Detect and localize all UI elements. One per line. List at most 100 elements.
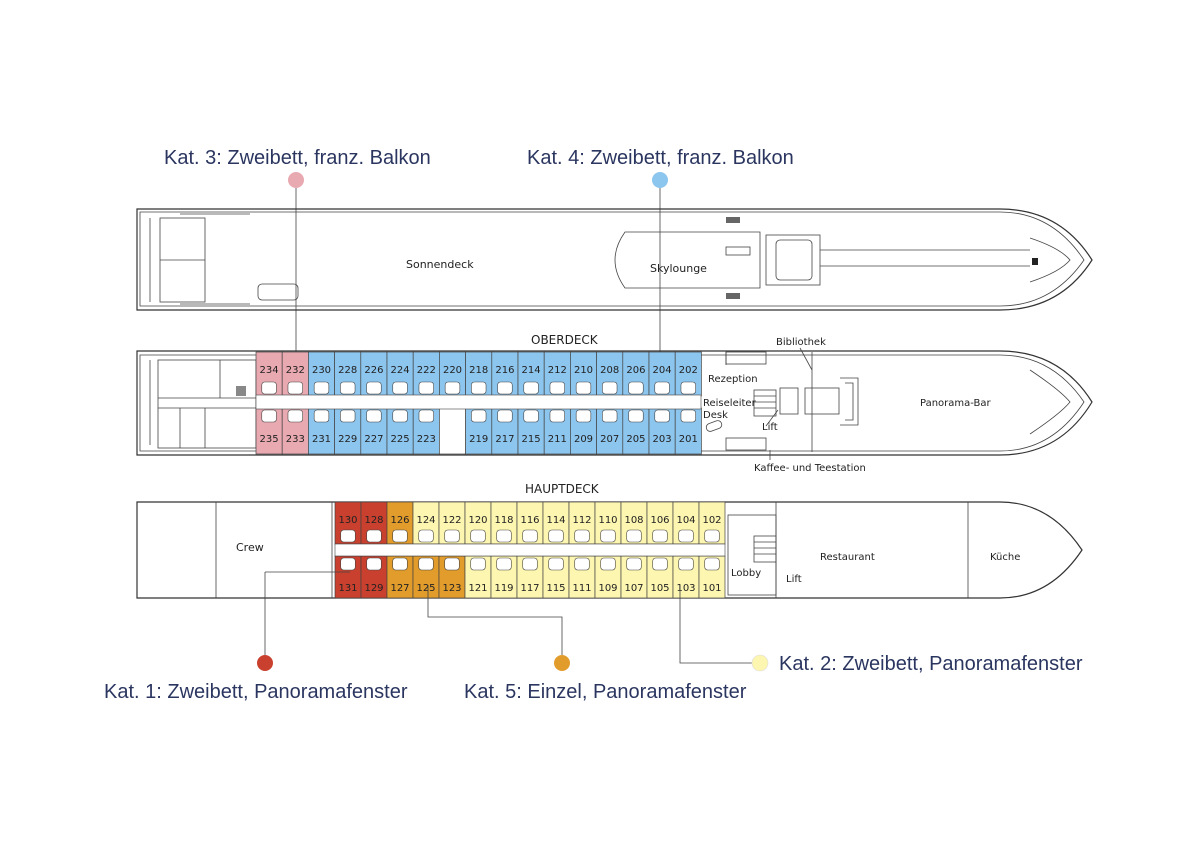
cabin-number: 124 — [416, 515, 435, 526]
cabin-number: 116 — [520, 515, 539, 526]
cabin-number: 104 — [676, 515, 695, 526]
cabin-number: 227 — [364, 434, 383, 445]
cabin-number: 121 — [468, 583, 487, 594]
legend-kat3-dot — [288, 172, 304, 188]
cabin-number: 130 — [338, 515, 357, 526]
cabin-number: 209 — [574, 434, 593, 445]
cabin-bathroom — [340, 529, 356, 543]
cabin-bathroom — [522, 529, 538, 543]
cabin-bathroom — [600, 529, 616, 543]
kaffee-label: Kaffee- und Teestation — [754, 463, 866, 474]
cabin-bathroom — [678, 557, 694, 571]
cabin-number: 216 — [495, 365, 514, 376]
cabin-bathroom — [471, 409, 487, 423]
cabin-bathroom — [313, 381, 330, 395]
cabin-bathroom — [340, 557, 356, 571]
cabin-bathroom — [444, 529, 460, 543]
cabin-bathroom — [574, 529, 590, 543]
skylounge-label: Skylounge — [650, 262, 707, 275]
cabin-number: 109 — [598, 583, 617, 594]
legend-kat2-label: Kat. 2: Zweibett, Panoramafenster — [779, 653, 1083, 675]
lift-label-ober: Lift — [762, 422, 778, 433]
cabin-number: 210 — [574, 365, 593, 376]
cabin-bathroom — [261, 381, 277, 395]
cabin-number: 114 — [546, 515, 565, 526]
cabin-bathroom — [366, 409, 382, 423]
cabin-bathroom — [652, 529, 668, 543]
cabin-number: 217 — [495, 434, 514, 445]
cabin-number: 112 — [572, 515, 591, 526]
cabin-number: 207 — [600, 434, 619, 445]
sonnendeck-label: Sonnendeck — [406, 258, 474, 271]
legend-kat1-label: Kat. 1: Zweibett, Panoramafenster — [104, 681, 408, 703]
cabin-number: 108 — [624, 515, 643, 526]
cabin-bathroom — [523, 381, 539, 395]
cabin-bathroom — [628, 409, 644, 423]
cabin-bathroom — [340, 381, 356, 395]
cabin-number: 223 — [417, 434, 436, 445]
cabin-bathroom — [366, 557, 382, 571]
cabin-number: 125 — [416, 583, 435, 594]
cabin-number: 208 — [600, 365, 619, 376]
cabin-bathroom — [496, 529, 512, 543]
cabin-bathroom — [470, 529, 486, 543]
cabin-bathroom — [418, 557, 434, 571]
cabin-bathroom — [470, 557, 486, 571]
cabin-number: 211 — [548, 434, 567, 445]
legend-kat4-label: Kat. 4: Zweibett, franz. Balkon — [527, 147, 794, 169]
cabin-bathroom — [602, 409, 618, 423]
cabin-bathroom — [680, 381, 696, 395]
cabin-bathroom — [392, 409, 408, 423]
cabin-bathroom — [261, 409, 277, 423]
cabin-bathroom — [704, 529, 720, 543]
legend-kat3-label: Kat. 3: Zweibett, franz. Balkon — [164, 147, 431, 169]
cabin-bathroom — [575, 381, 592, 395]
legend-kat4-dot — [652, 172, 668, 188]
cabin-number: 123 — [442, 583, 461, 594]
cabin-bathroom — [602, 381, 618, 395]
cabin-number: 228 — [338, 365, 357, 376]
cabin-stairwell — [439, 407, 466, 455]
cabin-bathroom — [704, 557, 720, 571]
cabin-bathroom — [496, 557, 512, 571]
cabin-number: 203 — [653, 434, 672, 445]
legend-kat2-dot — [751, 654, 769, 672]
cabin-bathroom — [340, 409, 356, 423]
cabin-number: 129 — [364, 583, 383, 594]
cabin-number: 229 — [338, 434, 357, 445]
cabin-bathroom — [549, 409, 565, 423]
cabin-number: 232 — [286, 365, 305, 376]
cabin-number: 107 — [624, 583, 643, 594]
cabin-bathroom — [549, 381, 565, 395]
cabin-number: 220 — [443, 365, 462, 376]
cabin-number: 206 — [626, 365, 645, 376]
cabin-105 — [646, 555, 674, 599]
cabin-bathroom — [392, 557, 408, 571]
cabin-bathroom — [366, 529, 382, 543]
cabin-number: 214 — [522, 365, 541, 376]
kueche-label: Küche — [990, 552, 1020, 563]
cabin-bathroom — [418, 409, 434, 423]
cabin-bathroom — [628, 381, 644, 395]
legend-kat1-dot — [257, 655, 273, 671]
cabin-bathroom — [287, 409, 303, 423]
cabin-number: 102 — [702, 515, 721, 526]
cabin-number: 204 — [653, 365, 672, 376]
rezeption-label: Rezeption — [708, 374, 758, 385]
cabin-number: 234 — [260, 365, 279, 376]
cabin-number: 128 — [364, 515, 383, 526]
cabin-number: 103 — [676, 583, 695, 594]
cabin-number: 218 — [469, 365, 488, 376]
cabin-number: 202 — [679, 365, 698, 376]
cabin-number: 219 — [469, 434, 488, 445]
cabin-number: 110 — [598, 515, 617, 526]
cabin-number: 201 — [679, 434, 698, 445]
cabin-number: 106 — [650, 515, 669, 526]
cabin-bathroom — [654, 409, 670, 423]
cabin-bathroom — [600, 557, 616, 571]
cabin-number: 118 — [494, 515, 513, 526]
legend-kat5-dot — [554, 655, 570, 671]
cabin-bathroom — [678, 529, 694, 543]
